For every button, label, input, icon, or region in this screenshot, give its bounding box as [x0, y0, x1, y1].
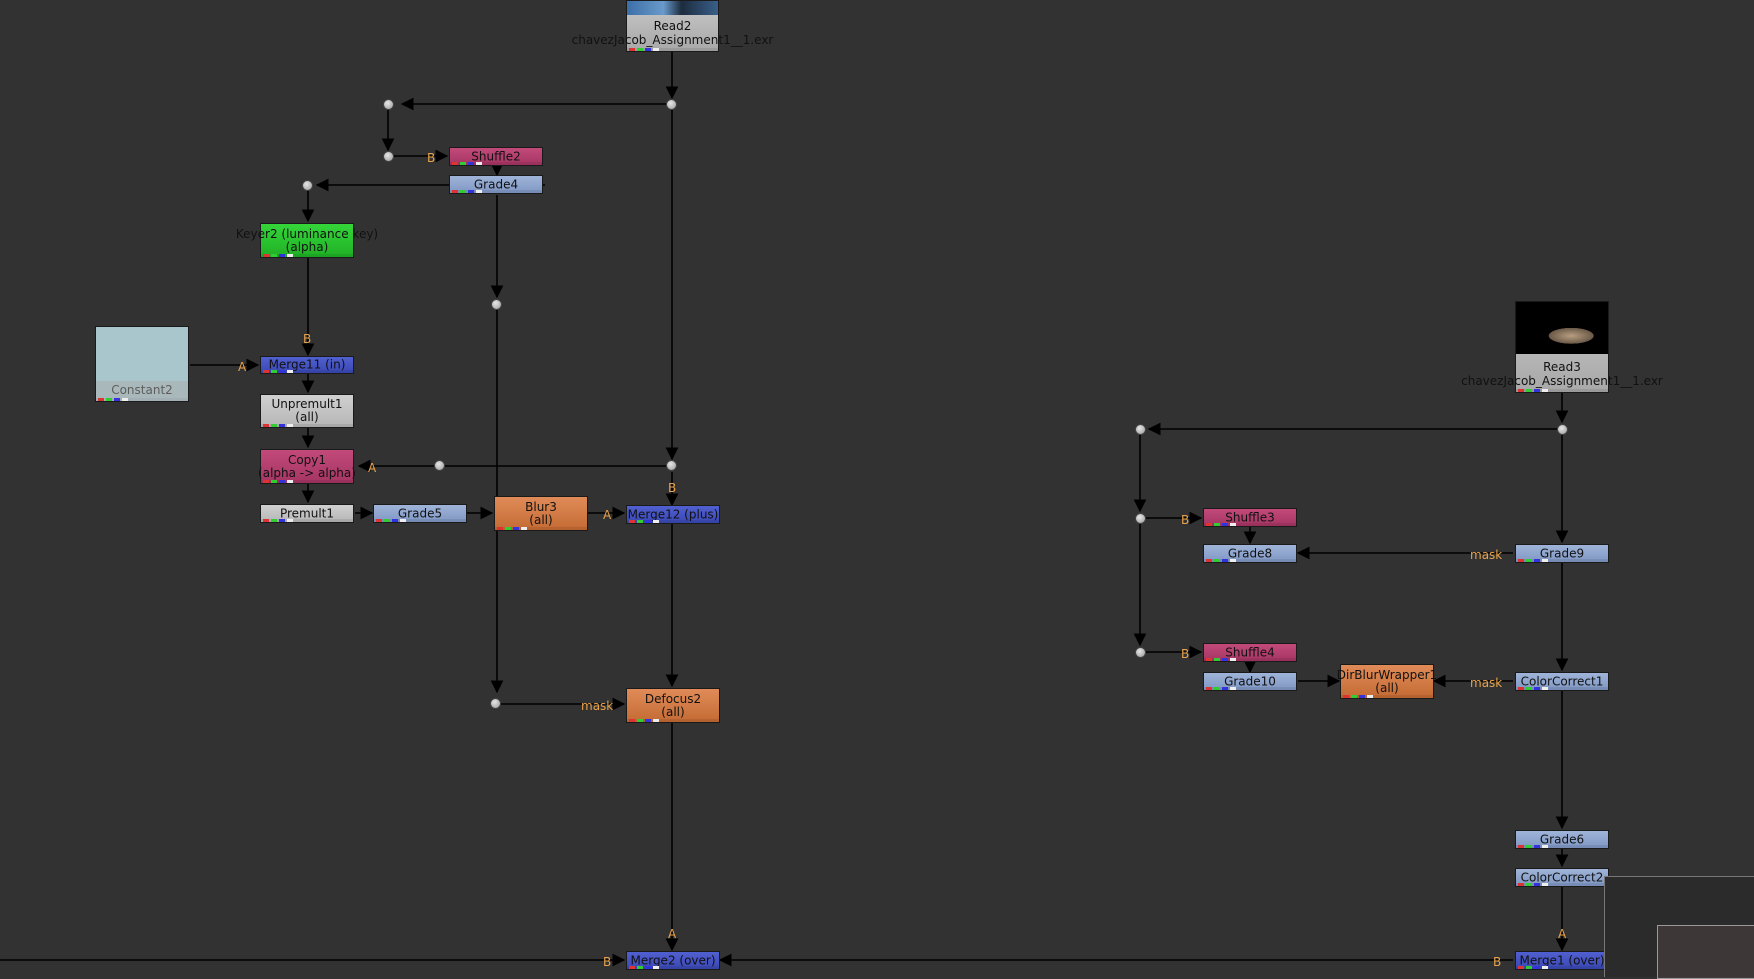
grade8-node[interactable]: Grade8 — [1203, 544, 1297, 563]
read3-thumbnail — [1516, 302, 1608, 354]
grade5-node[interactable]: Grade5 — [373, 504, 467, 523]
read3-file: chavezJacob_Assignment1__1.exr — [1461, 374, 1663, 388]
copy1-node[interactable]: Copy1 (alpha -> alpha) — [258, 449, 356, 484]
constant2-node[interactable]: Constant2 — [95, 326, 189, 402]
grade9-node[interactable]: Grade9 — [1515, 544, 1609, 563]
node-graph-minimap[interactable] — [1604, 876, 1754, 979]
dot-node[interactable] — [490, 698, 501, 709]
grade4-node[interactable]: Grade4 — [449, 175, 543, 194]
merge1-node[interactable]: Merge1 (over) — [1515, 951, 1609, 970]
merge11-node[interactable]: Merge11 (in) — [260, 356, 354, 374]
dot-node[interactable] — [1135, 513, 1146, 524]
shuffle3-node[interactable]: Shuffle3 — [1203, 508, 1297, 527]
dot-node[interactable] — [666, 99, 677, 110]
shuffle2-node[interactable]: Shuffle2 — [449, 147, 543, 166]
grade6-node[interactable]: Grade6 — [1515, 830, 1609, 849]
read2-file: chavezJacob_Assignment1__1.exr — [571, 33, 774, 47]
minimap-viewport[interactable] — [1657, 925, 1754, 979]
shuffle4-node[interactable]: Shuffle4 — [1203, 643, 1297, 662]
dot-node[interactable] — [434, 460, 445, 471]
dot-node[interactable] — [491, 299, 502, 310]
read3-node[interactable]: Read3 chavezJacob_Assignment1__1.exr — [1461, 301, 1663, 393]
dot-node[interactable] — [666, 460, 677, 471]
read2-thumbnail — [627, 1, 718, 15]
keyer2-node[interactable]: Keyer2 (luminance key) (alpha) — [236, 223, 378, 258]
grade10-node[interactable]: Grade10 — [1203, 672, 1297, 691]
dot-node[interactable] — [302, 180, 313, 191]
colorcorrect1-node[interactable]: ColorCorrect1 — [1515, 672, 1609, 691]
dot-node[interactable] — [383, 151, 394, 162]
blur3-node[interactable]: Blur3 (all) — [494, 496, 588, 531]
dot-node[interactable] — [1135, 647, 1146, 658]
merge12-node[interactable]: Merge12 (plus) — [626, 505, 720, 524]
dot-node[interactable] — [1557, 424, 1568, 435]
read2-label: Read2 — [653, 19, 692, 33]
premult1-node[interactable]: Premult1 — [260, 504, 354, 523]
dot-node[interactable] — [383, 99, 394, 110]
read2-node[interactable]: Read2 chavezJacob_Assignment1__1.exr — [572, 0, 773, 52]
merge2-node[interactable]: Merge2 (over) — [626, 951, 720, 970]
unpremult1-node[interactable]: Unpremult1 (all) — [260, 394, 354, 428]
defocus2-node[interactable]: Defocus2 (all) — [626, 688, 720, 723]
dot-node[interactable] — [1135, 424, 1146, 435]
colorcorrect2-node[interactable]: ColorCorrect2 — [1515, 868, 1609, 887]
dirblurwrapper1-node[interactable]: DirBlurWrapper1 (all) — [1337, 664, 1437, 699]
read3-label: Read3 — [1543, 360, 1581, 374]
